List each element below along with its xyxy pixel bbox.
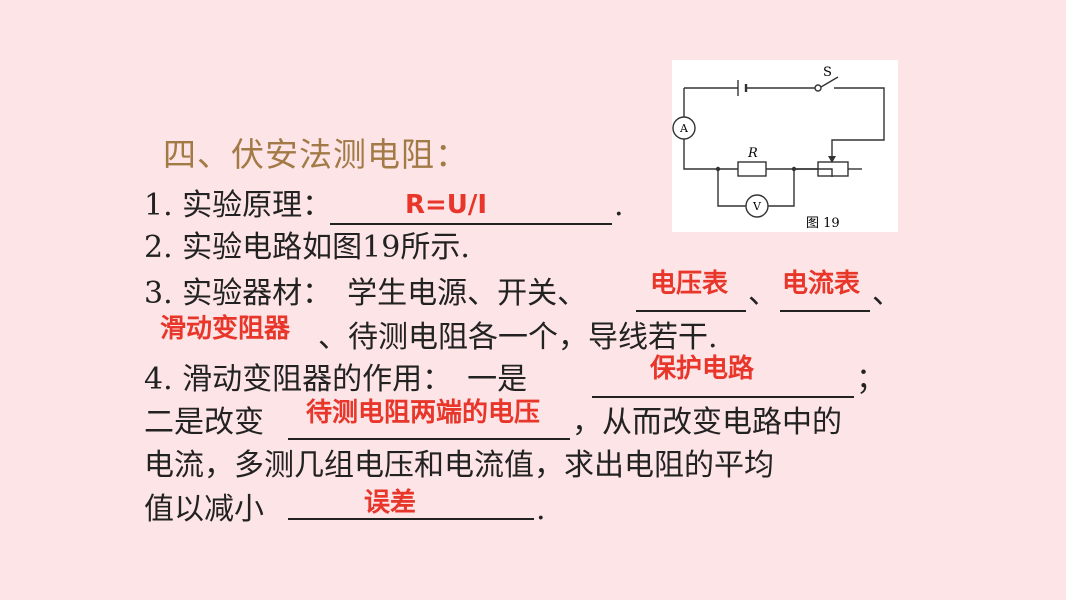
ammeter-symbol xyxy=(672,116,696,140)
circuit-figure: S R A V 图 19 xyxy=(672,60,898,232)
blank-principle xyxy=(330,223,612,225)
line-rheostat-role-end: ； xyxy=(856,362,886,397)
line-change-start: 二是改变 xyxy=(144,405,264,440)
line-reduce-end: . xyxy=(536,492,546,527)
line-change-end: ，从而改变电路中的 xyxy=(572,405,842,440)
line-reduce: 值以减小 xyxy=(144,492,264,527)
line-equipment-end: 、 xyxy=(872,276,902,311)
switch-lever xyxy=(820,76,839,88)
blank-ammeter xyxy=(780,310,870,312)
figure-caption: 图 19 xyxy=(806,216,840,231)
answer-error: 误差 xyxy=(364,488,417,518)
answer-ammeter: 电流表 xyxy=(782,269,861,299)
switch-contact xyxy=(814,84,822,92)
line-current: 电流，多测几组电压和电流值，求出电阻的平均 xyxy=(144,448,774,483)
line-equipment-sep: 、 xyxy=(748,276,778,311)
section-heading: 四、伏安法测电阻： xyxy=(163,135,469,174)
answer-voltage: 待测电阻两端的电压 xyxy=(306,398,541,428)
ammeter-label: A xyxy=(679,122,689,135)
line-equipment-cont: 、待测电阻各一个，导线若干. xyxy=(318,320,718,355)
blank-voltage xyxy=(288,438,570,440)
line-principle-end: . xyxy=(614,188,624,223)
line-principle: 1. 实验原理： xyxy=(144,188,333,223)
blank-error xyxy=(288,518,534,520)
answer-rheostat: 滑动变阻器 xyxy=(160,314,291,344)
answer-principle: R=U/I xyxy=(405,190,488,220)
blank-voltmeter xyxy=(636,310,746,312)
line-circuit: 2. 实验电路如图19所示. xyxy=(144,230,470,265)
switch-label: S xyxy=(823,65,832,80)
answer-protect: 保护电路 xyxy=(650,354,755,384)
resistor-label: R xyxy=(747,146,758,161)
line-rheostat-role: 4. 滑动变阻器的作用： 一是 xyxy=(144,362,528,397)
line-equipment: 3. 实验器材： 学生电源、开关、 xyxy=(144,276,588,311)
voltmeter-label: V xyxy=(752,200,762,213)
blank-protect xyxy=(592,396,854,398)
rheostat-slider-arrow xyxy=(828,156,836,163)
resistor-r xyxy=(737,161,767,177)
voltmeter-symbol xyxy=(745,194,769,218)
circuit-diagram: S R A V 图 19 xyxy=(672,65,885,231)
answer-voltmeter: 电压表 xyxy=(650,269,729,299)
